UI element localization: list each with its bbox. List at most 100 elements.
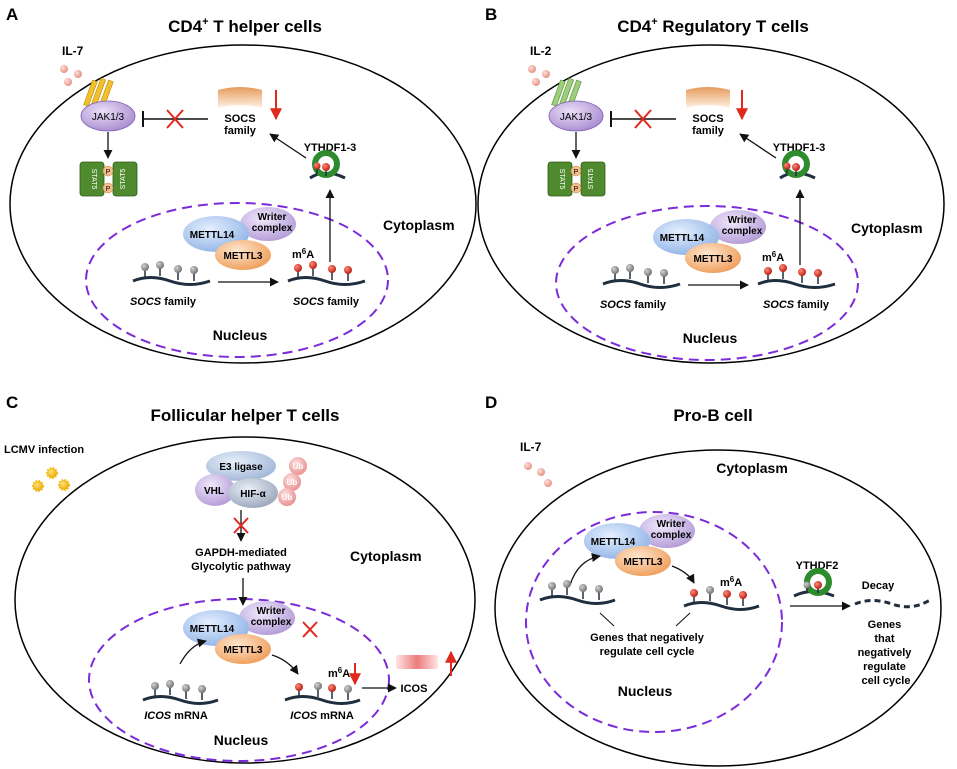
stat5-dimer: STAT5 STAT5 P P (547, 161, 606, 197)
cytokine-dot (74, 70, 82, 78)
mrna-unmodified (132, 261, 211, 286)
blocked-x-icon (166, 109, 184, 129)
writer-complex-node (240, 207, 296, 241)
mrna-label-right: ICOS mRNA (290, 710, 354, 722)
reader-label: YTHDF1-3 (773, 142, 826, 154)
lcmv-virus-icon (32, 467, 70, 492)
nucleus-envelope (555, 205, 859, 361)
mrna-label-right: SOCS family (293, 296, 360, 308)
cytoplasm-label: Cytoplasm (851, 220, 923, 236)
mettl14-label: METTL14 (591, 537, 636, 548)
nucleus-envelope (88, 598, 390, 762)
m6a-label: m6A (328, 666, 350, 680)
decay-label: Decay (862, 580, 895, 592)
mettl3-label: METTL3 (694, 254, 733, 265)
cytoplasm-label: Cytoplasm (350, 548, 422, 564)
mrna-methylated (757, 264, 836, 289)
stat5-dimer: STAT5 STAT5 P P (79, 161, 138, 197)
m6a-label: m6A (762, 250, 784, 264)
reader-label: YTHDF1-3 (304, 142, 357, 154)
il2-receptor (551, 77, 582, 107)
mettl3-node (615, 546, 671, 576)
curved-arrow-in (569, 552, 601, 586)
cytokine-label: IL-7 (520, 440, 542, 454)
mrna-label-right: SOCS family (763, 299, 830, 311)
mettl14-label: METTL14 (660, 233, 705, 244)
genes-out-label: Genes that negatively regulate cell cycl… (858, 619, 915, 687)
genes-pointer (675, 612, 691, 627)
nucleus-label: Nucleus (683, 330, 738, 346)
phospho-label: P (574, 186, 579, 193)
blocked-x-icon (634, 109, 652, 129)
writer-complex-node (639, 514, 695, 548)
mrna-label-left: SOCS family (130, 296, 197, 308)
nucleus-label: Nucleus (213, 327, 268, 343)
ub-label: Ub (293, 462, 304, 471)
icos-label: ICOS (401, 683, 428, 695)
m6a-label: m6A (720, 575, 742, 589)
degraded-mrna (854, 598, 931, 609)
panel-c: C Follicular helper T cells LCMV infecti… (4, 393, 476, 764)
mrna-label-left: SOCS family (600, 299, 667, 311)
cytokine-dot (524, 462, 532, 470)
socs-protein (218, 87, 262, 108)
cytokine-dot (528, 65, 536, 73)
panel-b-letter: B (485, 5, 497, 24)
panel-b: B CD4+ Regulatory T cells IL-2 JAK1/3 SO… (477, 5, 945, 364)
panel-d-title: Pro-B cell (673, 406, 752, 425)
reader-complex (793, 568, 835, 598)
vhl-label: VHL (204, 486, 224, 497)
blocked-x-icon (302, 621, 318, 638)
cytokine-label: IL-2 (530, 44, 552, 58)
mrna-label-left: ICOS mRNA (144, 710, 208, 722)
mettl3-node (215, 240, 271, 270)
stat5-label: STAT5 (558, 169, 565, 190)
il7-receptor (83, 77, 114, 107)
mettl3-label: METTL3 (224, 645, 263, 656)
cell-membrane (477, 44, 945, 364)
e3-ligase-node (206, 451, 276, 481)
panel-a-title: CD4+ T helper cells (168, 16, 322, 36)
stat5-label: STAT5 (90, 169, 97, 190)
curved-arrow-out (671, 565, 695, 584)
hif-node (228, 478, 278, 508)
cell-membrane (14, 436, 476, 764)
mrna-methylated (284, 682, 361, 705)
mettl3-label: METTL3 (224, 251, 263, 262)
curved-arrow-out (271, 654, 299, 675)
ub-label: Ub (287, 478, 298, 487)
cytokine-dot (537, 468, 545, 476)
mrna-methylated (683, 586, 760, 611)
mettl14-label: METTL14 (190, 230, 235, 241)
cytoplasm-label: Cytoplasm (716, 460, 788, 476)
cell-membrane (9, 44, 477, 364)
jak-label: JAK1/3 (560, 112, 593, 123)
reader-complex (309, 150, 346, 180)
panel-a-letter: A (6, 5, 18, 24)
mettl3-node (215, 634, 271, 664)
icos-protein (396, 655, 438, 669)
mettl14-label: METTL14 (190, 624, 235, 635)
mettl3-node (685, 243, 741, 273)
vhl-node (195, 474, 235, 506)
m6a-label: m6A (292, 247, 314, 261)
phospho-label: P (574, 169, 579, 176)
mrna-unmodified (539, 580, 616, 605)
cytokine-label: IL-7 (62, 44, 84, 58)
mrna-methylated (287, 261, 366, 286)
phospho-label: P (106, 169, 111, 176)
curved-arrow-in (179, 638, 207, 665)
nucleus-label: Nucleus (618, 683, 673, 699)
mrna-unmodified (602, 264, 681, 289)
infection-label: LCMV infection (4, 444, 84, 456)
